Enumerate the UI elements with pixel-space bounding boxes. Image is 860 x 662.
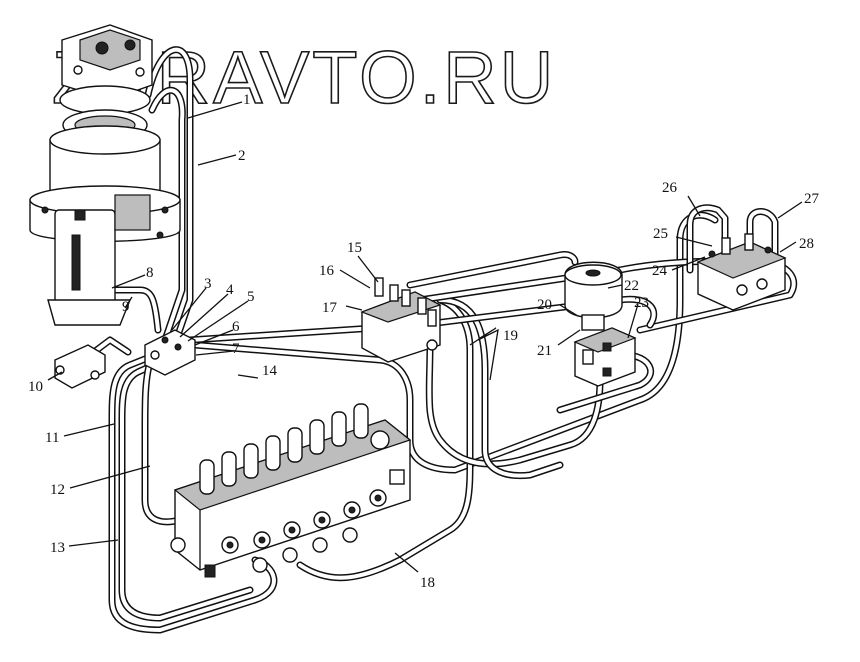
swing-motor <box>29 24 181 326</box>
callout-23: 23 <box>634 295 649 311</box>
callout-12: 12 <box>50 482 65 498</box>
callout-21: 21 <box>537 343 552 359</box>
accumulator-22 <box>564 261 623 331</box>
callout-26: 26 <box>662 180 678 196</box>
callout-18: 18 <box>420 575 435 591</box>
callout-10: 10 <box>28 379 43 395</box>
callout-28: 28 <box>799 236 814 252</box>
callout-6: 6 <box>232 319 240 335</box>
callout-7: 7 <box>232 341 240 357</box>
distributor-block <box>144 329 196 376</box>
callout-3: 3 <box>204 276 212 292</box>
callout-16: 16 <box>319 263 335 279</box>
callout-19: 19 <box>503 328 518 344</box>
callout-27: 27 <box>804 191 820 207</box>
block-24 <box>696 233 787 311</box>
control-valve-bank <box>170 403 412 578</box>
callout-17: 17 <box>322 300 338 316</box>
callout-1: 1 <box>243 92 251 108</box>
callout-14: 14 <box>262 363 278 379</box>
callout-labels: 1 2 3 4 5 6 7 8 9 10 11 12 13 14 15 16 1… <box>28 92 820 591</box>
callout-8: 8 <box>146 265 154 281</box>
leader-lines <box>47 101 803 573</box>
valve-10 <box>54 344 106 389</box>
callout-5: 5 <box>247 289 255 305</box>
callout-22: 22 <box>624 278 639 294</box>
callout-15: 15 <box>347 240 362 256</box>
callout-2: 2 <box>238 148 246 164</box>
callout-24: 24 <box>652 263 668 279</box>
callout-20: 20 <box>537 297 552 313</box>
block-23 <box>573 327 637 387</box>
block-17 <box>360 277 442 363</box>
callout-25: 25 <box>653 226 668 242</box>
callout-4: 4 <box>226 282 234 298</box>
callout-11: 11 <box>45 430 59 446</box>
callout-9: 9 <box>122 299 130 315</box>
callout-13: 13 <box>50 540 65 556</box>
